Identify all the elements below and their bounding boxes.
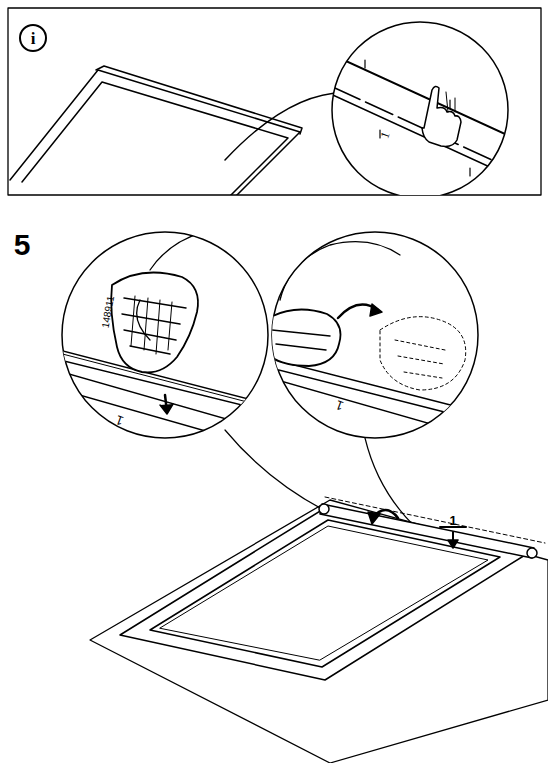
frame-sketch (10, 66, 365, 195)
callout-number: 1 (449, 514, 456, 527)
info-letter: i (31, 30, 36, 47)
zoom-left (20, 229, 300, 458)
step-number: 5 (14, 230, 31, 260)
info-icon (20, 25, 46, 51)
frame (90, 497, 548, 763)
zoom-right (255, 232, 480, 438)
zoom-circle (300, 22, 540, 195)
